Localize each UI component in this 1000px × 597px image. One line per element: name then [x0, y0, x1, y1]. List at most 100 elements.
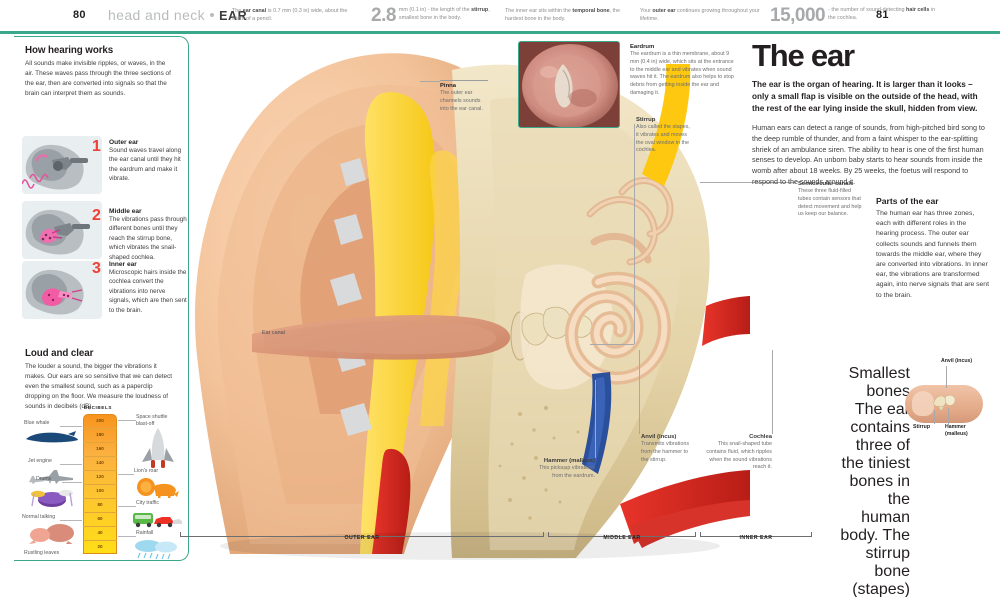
bignum-hair-cells: 15,000 - the number of sound-detecting h… [770, 5, 980, 25]
fact-post: , the hardest bone in the body. [505, 8, 621, 22]
step-text: Microscopic hairs inside the cochlea con… [109, 269, 187, 314]
leader-line-cochlea [772, 350, 773, 434]
callout-rule [440, 80, 488, 81]
eardrum-photo-inset [518, 41, 620, 128]
chart-annotation-space-shuttle: Space shuttle blast-off [136, 414, 168, 427]
leader-line-semicircular [700, 182, 796, 183]
chart-title: DECIBELS [84, 405, 113, 410]
callout-title: Semicircular canals [798, 181, 854, 187]
chart-annotation-blue-whale: Blue whale [24, 420, 50, 426]
bullet-separator-icon [210, 13, 215, 18]
rain-icon [135, 540, 177, 560]
leader-line-stirrup [634, 124, 635, 344]
step-text: The vibrations pass through different bo… [109, 216, 187, 261]
chart-tick-label: 140 [96, 460, 104, 465]
breadcrumb-chapter: head and neck [108, 7, 206, 23]
bignum-post: in the cochlea. [828, 7, 936, 21]
callout-title: Eardrum [630, 44, 655, 50]
chart-annotation-rainfall: Rainfall [136, 530, 154, 536]
chart-gridline [83, 484, 117, 485]
bignum-post: , smallest bone in the body. [398, 7, 490, 21]
chart-leader-line [60, 464, 82, 465]
fact-bold: outer ear [652, 8, 676, 14]
fact-pre: Your [640, 8, 653, 14]
zone-label-inner: INNER EAR [739, 535, 773, 541]
bignum-pre: - the number of sound-detecting [828, 7, 907, 13]
breadcrumb: head and neck EAR [108, 7, 247, 23]
chart-annotation-normal-talking: Normal talking [22, 514, 56, 520]
chart-gridline [83, 470, 117, 471]
ear-anatomy-illustration: Ear canal [190, 34, 750, 564]
callout-pinna: Pinna The outer ear channels sounds into… [440, 80, 488, 113]
bignum-pre: mm (0.1 in) - the length of the [398, 7, 472, 13]
fact-post: continues growing throughout your lifeti… [640, 8, 760, 22]
chart-gridline [83, 456, 117, 457]
loud-and-clear-panel: Loud and clear The louder a sound, the b… [25, 348, 177, 412]
smallest-bones-title: Smallest bones [848, 365, 910, 400]
rocket-icon [142, 428, 174, 468]
bignum-bold: hair cells [906, 7, 930, 13]
callout-text: This picks up vibrations from the eardru… [538, 465, 595, 479]
chart-leader-line [118, 420, 136, 421]
parts-title: Parts of the ear [876, 196, 939, 206]
chart-annotation-drums: Drums [36, 476, 52, 482]
chart-tick-label: 180 [96, 432, 104, 437]
callout-title: Stirrup [636, 117, 656, 123]
chart-leader-line [60, 426, 82, 427]
chart-tick-label: 40 [97, 530, 103, 535]
how-hearing-works-panel: How hearing works All sounds make invisi… [25, 45, 175, 99]
header-divider [0, 31, 1000, 34]
chart-leader-line [118, 536, 136, 537]
panel-title: How hearing works [25, 45, 114, 56]
bignum-bold: stirrup [471, 7, 489, 13]
leader-line-hammer [595, 380, 596, 458]
chart-gridline [83, 526, 117, 527]
leader-line-hammer-finger [948, 408, 949, 424]
zone-label-outer: OUTER EAR [344, 535, 380, 541]
callout-text: Transmits vibrations from the hammer to … [641, 441, 690, 463]
fact-bold: temporal bone [572, 8, 610, 14]
callout-stirrup: Stirrup Also called the stapes, it vibra… [636, 117, 694, 155]
talking-icon [29, 524, 74, 544]
step-number: 1 [92, 138, 101, 155]
page-title: The ear [752, 38, 855, 73]
chart-leader-line [118, 506, 136, 507]
callout-cochlea: Cochlea This snail-shaped tube contains … [700, 434, 772, 472]
bignum-value: 15,000 [770, 5, 826, 26]
leader-line-stirrup-2 [590, 344, 634, 345]
callout-text: The eardrum is a thin membrane, about 9 … [630, 51, 734, 97]
fingernail [912, 391, 934, 416]
chart-gridline [83, 442, 117, 443]
leader-line-pinna [420, 81, 440, 82]
callout-text: This snail-shaped tube contains fluid, w… [706, 441, 772, 471]
chart-gridline [83, 428, 117, 429]
page-number-right: 81 [876, 9, 889, 21]
lion-icon [137, 478, 179, 498]
step-title: Inner ear [109, 261, 137, 268]
chart-annotation-rustling-leaves: Rustling leaves [24, 550, 60, 556]
bone-tag-anvil: Anvil (incus) [941, 358, 973, 364]
ear-diagram-thumb-middle [22, 201, 102, 259]
bignum-caption: mm (0.1 in) - the length of the stirrup,… [399, 5, 507, 23]
chart-tick-label: 200 [96, 418, 104, 423]
panel-title: Loud and clear [25, 348, 94, 359]
ossicles-on-finger-icon [933, 394, 956, 412]
chart-leader-line [60, 520, 82, 521]
breadcrumb-section: EAR [219, 9, 248, 23]
decibel-chart: DECIBELS 200 180 160 140 120 100 80 60 4… [22, 405, 182, 560]
callout-title: Cochlea [749, 434, 772, 440]
chart-tick-label: 20 [97, 544, 103, 549]
parts-body: The human ear has three zones, each with… [876, 210, 989, 299]
bignum-caption: - the number of sound-detecting hair cel… [828, 5, 938, 23]
callout-eardrum: Eardrum The eardrum is a thin membrane, … [630, 44, 738, 98]
ear-diagram-thumb-inner [22, 261, 102, 319]
leader-line-stirrup-finger [934, 410, 935, 424]
ear-canal-label: Ear canal [262, 330, 285, 336]
fact-post: is 0.7 mm (0.3 in) wide, about the width… [232, 8, 348, 22]
panel-body: The louder a sound, the bigger the vibra… [25, 363, 173, 410]
step-outer-ear: 1 Outer ear Sound waves travel along the… [92, 139, 187, 184]
callout-text: The outer ear channels sounds into the e… [440, 90, 483, 112]
callout-text: Also called the stapes, it vibrates and … [636, 124, 690, 154]
bignum-stirrup: 2.8 mm (0.1 in) - the length of the stir… [371, 5, 507, 25]
